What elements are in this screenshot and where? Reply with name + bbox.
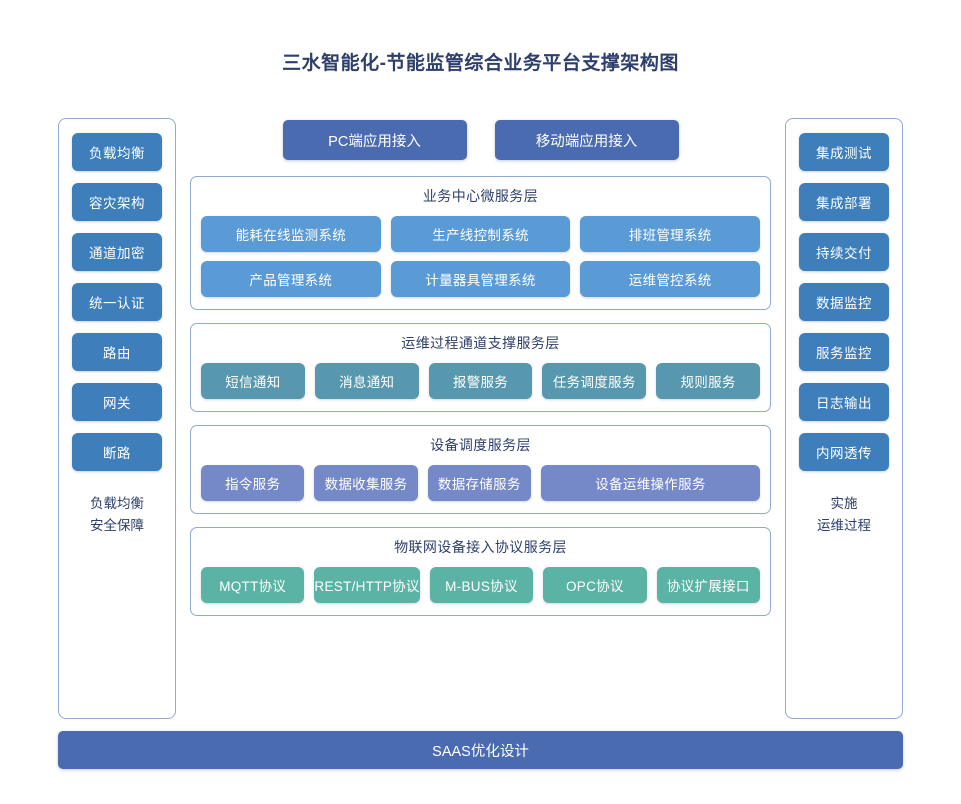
- node-ops-control-system[interactable]: 运维管控系统: [580, 261, 761, 297]
- node-protocol-extension-interface[interactable]: 协议扩展接口: [656, 567, 760, 603]
- left-sidebar-footer-line-1: 负载均衡: [90, 496, 144, 511]
- node-rest-http-protocol[interactable]: REST/HTTP协议: [314, 567, 420, 603]
- application-access-row: PC端应用接入 移动端应用接入: [190, 120, 771, 160]
- layer-row: 能耗在线监测系统 生产线控制系统 排班管理系统: [201, 216, 761, 252]
- sidebar-item-circuit-breaker[interactable]: 断路: [72, 433, 162, 471]
- sidebar-item-load-balance[interactable]: 负载均衡: [72, 133, 162, 171]
- node-command-service[interactable]: 指令服务: [201, 465, 305, 501]
- layer-business-microservice: 业务中心微服务层 能耗在线监测系统 生产线控制系统 排班管理系统 产品管理系统 …: [190, 176, 771, 310]
- node-task-scheduling-service[interactable]: 任务调度服务: [542, 363, 647, 399]
- node-device-ops-operation-service[interactable]: 设备运维操作服务: [540, 465, 761, 501]
- main-column: PC端应用接入 移动端应用接入 业务中心微服务层 能耗在线监测系统 生产线控制系…: [190, 118, 771, 719]
- node-data-collection-service[interactable]: 数据收集服务: [314, 465, 418, 501]
- right-sidebar-footer-line-2: 运维过程: [817, 518, 871, 533]
- node-energy-monitoring-system[interactable]: 能耗在线监测系统: [201, 216, 381, 252]
- left-sidebar-footer-line-2: 安全保障: [90, 518, 144, 533]
- page-title: 三水智能化-节能监管综合业务平台支撑架构图: [282, 53, 679, 74]
- node-sms-notification[interactable]: 短信通知: [201, 363, 305, 399]
- layer-title-channel: 运维过程通道支撑服务层: [401, 335, 560, 351]
- layer-title-iot: 物联网设备接入协议服务层: [394, 539, 567, 555]
- node-opc-protocol[interactable]: OPC协议: [543, 567, 647, 603]
- node-mqtt-protocol[interactable]: MQTT协议: [201, 567, 305, 603]
- sidebar-item-intranet-tunneling[interactable]: 内网透传: [799, 433, 889, 471]
- node-message-notification[interactable]: 消息通知: [314, 363, 419, 399]
- left-sidebar-footer: 负载均衡 安全保障: [90, 493, 144, 537]
- node-metering-device-management-system[interactable]: 计量器具管理系统: [390, 261, 571, 297]
- node-data-storage-service[interactable]: 数据存储服务: [427, 465, 531, 501]
- layer-row: 指令服务 数据收集服务 数据存储服务 设备运维操作服务: [201, 465, 761, 501]
- node-mbus-protocol[interactable]: M-BUS协议: [429, 567, 534, 603]
- layer-iot-protocol-access: 物联网设备接入协议服务层 MQTT协议 REST/HTTP协议 M-BUS协议 …: [190, 527, 771, 616]
- sidebar-item-data-monitoring[interactable]: 数据监控: [799, 283, 889, 321]
- sidebar-item-integration-deploy[interactable]: 集成部署: [799, 183, 889, 221]
- layer-ops-channel-support: 运维过程通道支撑服务层 短信通知 消息通知 报警服务 任务调度服务 规则服务: [190, 323, 771, 412]
- left-sidebar-panel: 负载均衡 容灾架构 通道加密 统一认证 路由 网关 断路 负载均衡 安全保障: [58, 118, 176, 719]
- layer-row: MQTT协议 REST/HTTP协议 M-BUS协议 OPC协议 协议扩展接口: [201, 567, 760, 603]
- sidebar-item-log-output[interactable]: 日志输出: [799, 383, 889, 421]
- node-product-management-system[interactable]: 产品管理系统: [201, 261, 381, 297]
- node-alarm-service[interactable]: 报警服务: [428, 363, 533, 399]
- sidebar-item-disaster-recovery[interactable]: 容灾架构: [72, 183, 162, 221]
- node-production-line-control-system[interactable]: 生产线控制系统: [390, 216, 571, 252]
- architecture-canvas: 负载均衡 容灾架构 通道加密 统一认证 路由 网关 断路 负载均衡 安全保障 P…: [58, 118, 903, 769]
- saas-optimization-bar[interactable]: SAAS优化设计: [58, 731, 903, 769]
- layer-title-device: 设备调度服务层: [430, 437, 531, 453]
- layer-device-scheduling: 设备调度服务层 指令服务 数据收集服务 数据存储服务 设备运维操作服务: [190, 425, 771, 514]
- right-sidebar-footer: 实施 运维过程: [817, 493, 871, 537]
- access-button-mobile[interactable]: 移动端应用接入: [494, 120, 679, 160]
- node-shift-management-system[interactable]: 排班管理系统: [580, 216, 761, 252]
- right-sidebar-footer-line-1: 实施: [830, 496, 858, 511]
- sidebar-item-routing[interactable]: 路由: [72, 333, 162, 371]
- layer-row: 短信通知 消息通知 报警服务 任务调度服务 规则服务: [201, 363, 760, 399]
- access-button-pc[interactable]: PC端应用接入: [282, 120, 467, 160]
- sidebar-item-unified-auth[interactable]: 统一认证: [72, 283, 162, 321]
- node-rule-service[interactable]: 规则服务: [656, 363, 760, 399]
- sidebar-item-service-monitoring[interactable]: 服务监控: [799, 333, 889, 371]
- right-sidebar-panel: 集成测试 集成部署 持续交付 数据监控 服务监控 日志输出 内网透传 实施 运维…: [785, 118, 903, 719]
- layer-row: 产品管理系统 计量器具管理系统 运维管控系统: [201, 261, 761, 297]
- sidebar-item-integration-test[interactable]: 集成测试: [799, 133, 889, 171]
- sidebar-item-gateway[interactable]: 网关: [72, 383, 162, 421]
- sidebar-item-continuous-delivery[interactable]: 持续交付: [799, 233, 889, 271]
- sidebar-item-channel-encryption[interactable]: 通道加密: [72, 233, 162, 271]
- layer-title-business: 业务中心微服务层: [422, 188, 539, 204]
